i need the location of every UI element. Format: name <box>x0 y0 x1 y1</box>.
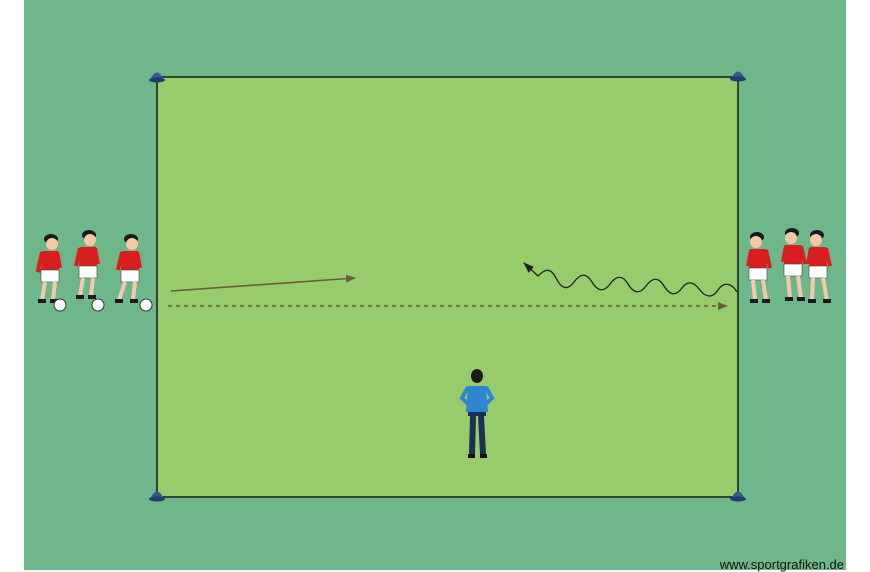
watermark: www.sportgrafiken.de <box>719 557 844 572</box>
player <box>74 230 100 299</box>
coach <box>459 369 495 458</box>
cone <box>149 491 165 502</box>
pass-arrow <box>170 274 356 292</box>
inner-field <box>156 76 739 498</box>
dribble-arrow <box>523 262 738 297</box>
ball <box>53 298 67 312</box>
player <box>115 234 142 303</box>
player <box>806 230 832 303</box>
cone <box>149 72 165 83</box>
cone <box>730 71 746 82</box>
cone <box>730 491 746 502</box>
player <box>35 234 62 303</box>
ball <box>91 298 105 312</box>
player <box>746 232 772 303</box>
ball <box>139 298 153 312</box>
player <box>781 228 807 301</box>
